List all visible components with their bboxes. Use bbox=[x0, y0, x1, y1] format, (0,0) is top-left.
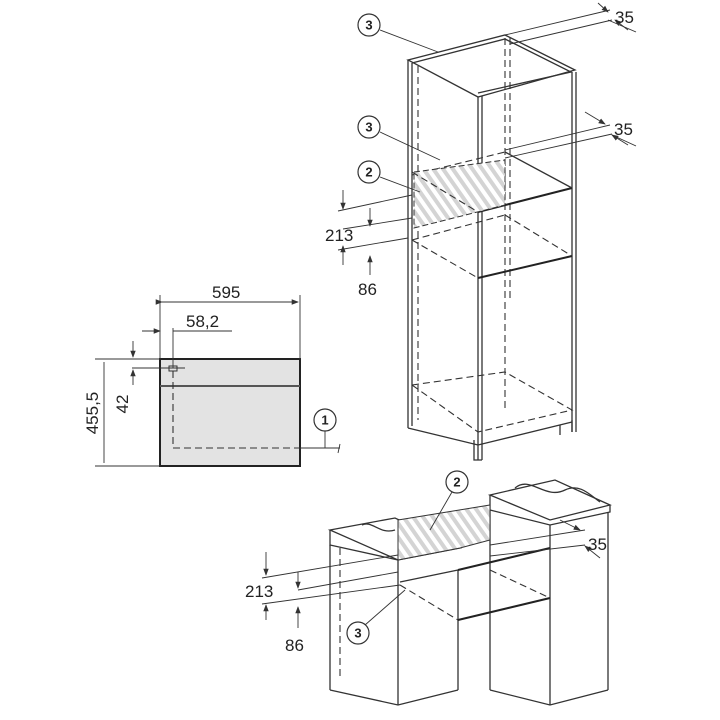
callout-3-top-label: 3 bbox=[365, 18, 372, 33]
callout-3-shelf bbox=[357, 115, 381, 139]
callout-1-label: 1 bbox=[321, 413, 328, 428]
callout-3-shelf-label: 3 bbox=[365, 120, 372, 135]
cable-route bbox=[172, 371, 300, 449]
callout-3-top bbox=[357, 13, 381, 37]
dim-height: 455,5 bbox=[83, 392, 102, 435]
callout-2-label: 2 bbox=[365, 165, 372, 180]
oven-front-panel bbox=[159, 358, 301, 467]
callout-2-lower-label: 2 bbox=[453, 475, 460, 490]
dim-panel-offset: 58,2 bbox=[186, 312, 219, 331]
dim-panel-height: 42 bbox=[113, 395, 132, 414]
vent-opening-hatch bbox=[413, 159, 506, 229]
vent-opening-hatch bbox=[397, 504, 491, 561]
under-counter-installation: 213 86 35 2 3 bbox=[245, 470, 612, 706]
dim-vent-opening-lower: 213 bbox=[245, 582, 273, 601]
oven-front-view: 1 595 58,2 455,5 42 bbox=[83, 283, 341, 467]
callout-1 bbox=[313, 408, 337, 432]
callout-2-lower bbox=[445, 470, 469, 494]
dim-shelf-offset-lower: 86 bbox=[285, 636, 304, 655]
dim-vent-opening: 213 bbox=[325, 226, 353, 245]
callout-3-lower bbox=[346, 621, 370, 645]
dim-gap-lower: 35 bbox=[588, 535, 607, 554]
dim-shelf-gap: 35 bbox=[614, 120, 633, 139]
dim-top-gap: 35 bbox=[615, 8, 634, 27]
callout-3-lower-label: 3 bbox=[354, 626, 361, 641]
callout-2 bbox=[357, 160, 381, 184]
tall-cabinet: 35 35 213 86 3 3 2 bbox=[325, 2, 637, 461]
dim-width: 595 bbox=[212, 283, 240, 302]
dim-shelf-offset: 86 bbox=[358, 280, 377, 299]
